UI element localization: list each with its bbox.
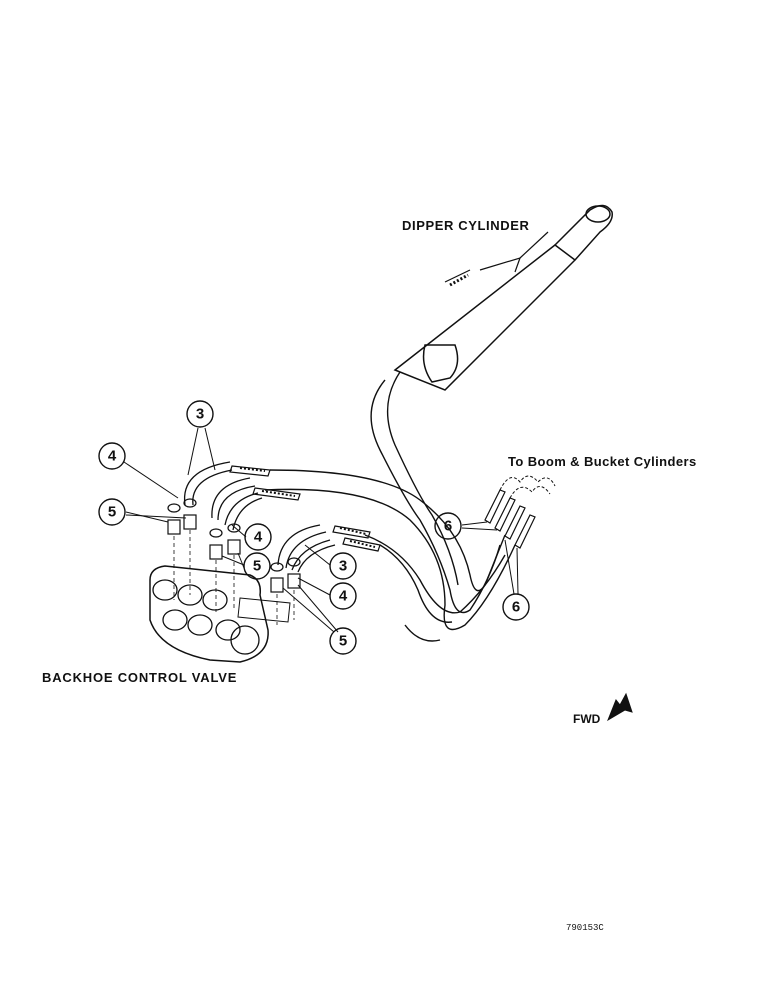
hose-fittings-upper — [229, 465, 381, 552]
callout-6-left: 6 — [434, 512, 462, 540]
callout-5-left: 5 — [98, 498, 126, 526]
hydraulic-hoses — [264, 371, 516, 642]
svg-text:5: 5 — [339, 633, 347, 650]
hose-ends-right — [484, 475, 556, 549]
callout-3-top: 3 — [186, 400, 214, 428]
svg-text:6: 6 — [444, 518, 452, 535]
elbow-tubes — [183, 461, 336, 573]
svg-text:5: 5 — [253, 558, 261, 575]
fwd-arrow-icon — [606, 692, 633, 722]
svg-text:4: 4 — [254, 529, 263, 546]
dipper-cylinder-label: DIPPER CYLINDER — [402, 218, 529, 233]
callout-4-mid: 4 — [244, 523, 272, 551]
svg-text:3: 3 — [196, 406, 204, 423]
boom-bucket-label: To Boom & Bucket Cylinders — [508, 454, 697, 469]
backhoe-control-valve — [149, 565, 291, 663]
leader-lines — [123, 427, 519, 633]
callout-4-right: 4 — [329, 582, 357, 610]
dipper-cylinder — [393, 204, 613, 391]
callout-4-left: 4 — [98, 442, 126, 470]
svg-text:5: 5 — [108, 504, 116, 521]
svg-text:4: 4 — [108, 448, 117, 465]
assembly-centerlines — [173, 530, 295, 625]
fwd-indicator: FWD — [573, 692, 633, 726]
callout-5-mid: 5 — [243, 552, 271, 580]
callout-6-bottom: 6 — [502, 593, 530, 621]
adapters — [167, 498, 301, 593]
svg-text:4: 4 — [339, 588, 348, 605]
control-valve-label: BACKHOE CONTROL VALVE — [42, 670, 237, 685]
svg-text:6: 6 — [512, 599, 520, 616]
svg-text:3: 3 — [339, 558, 347, 575]
callout-3-right: 3 — [329, 552, 357, 580]
fwd-label: FWD — [573, 712, 601, 726]
callout-5-bottom: 5 — [329, 627, 357, 655]
drawing-number: 790153C — [566, 923, 604, 933]
